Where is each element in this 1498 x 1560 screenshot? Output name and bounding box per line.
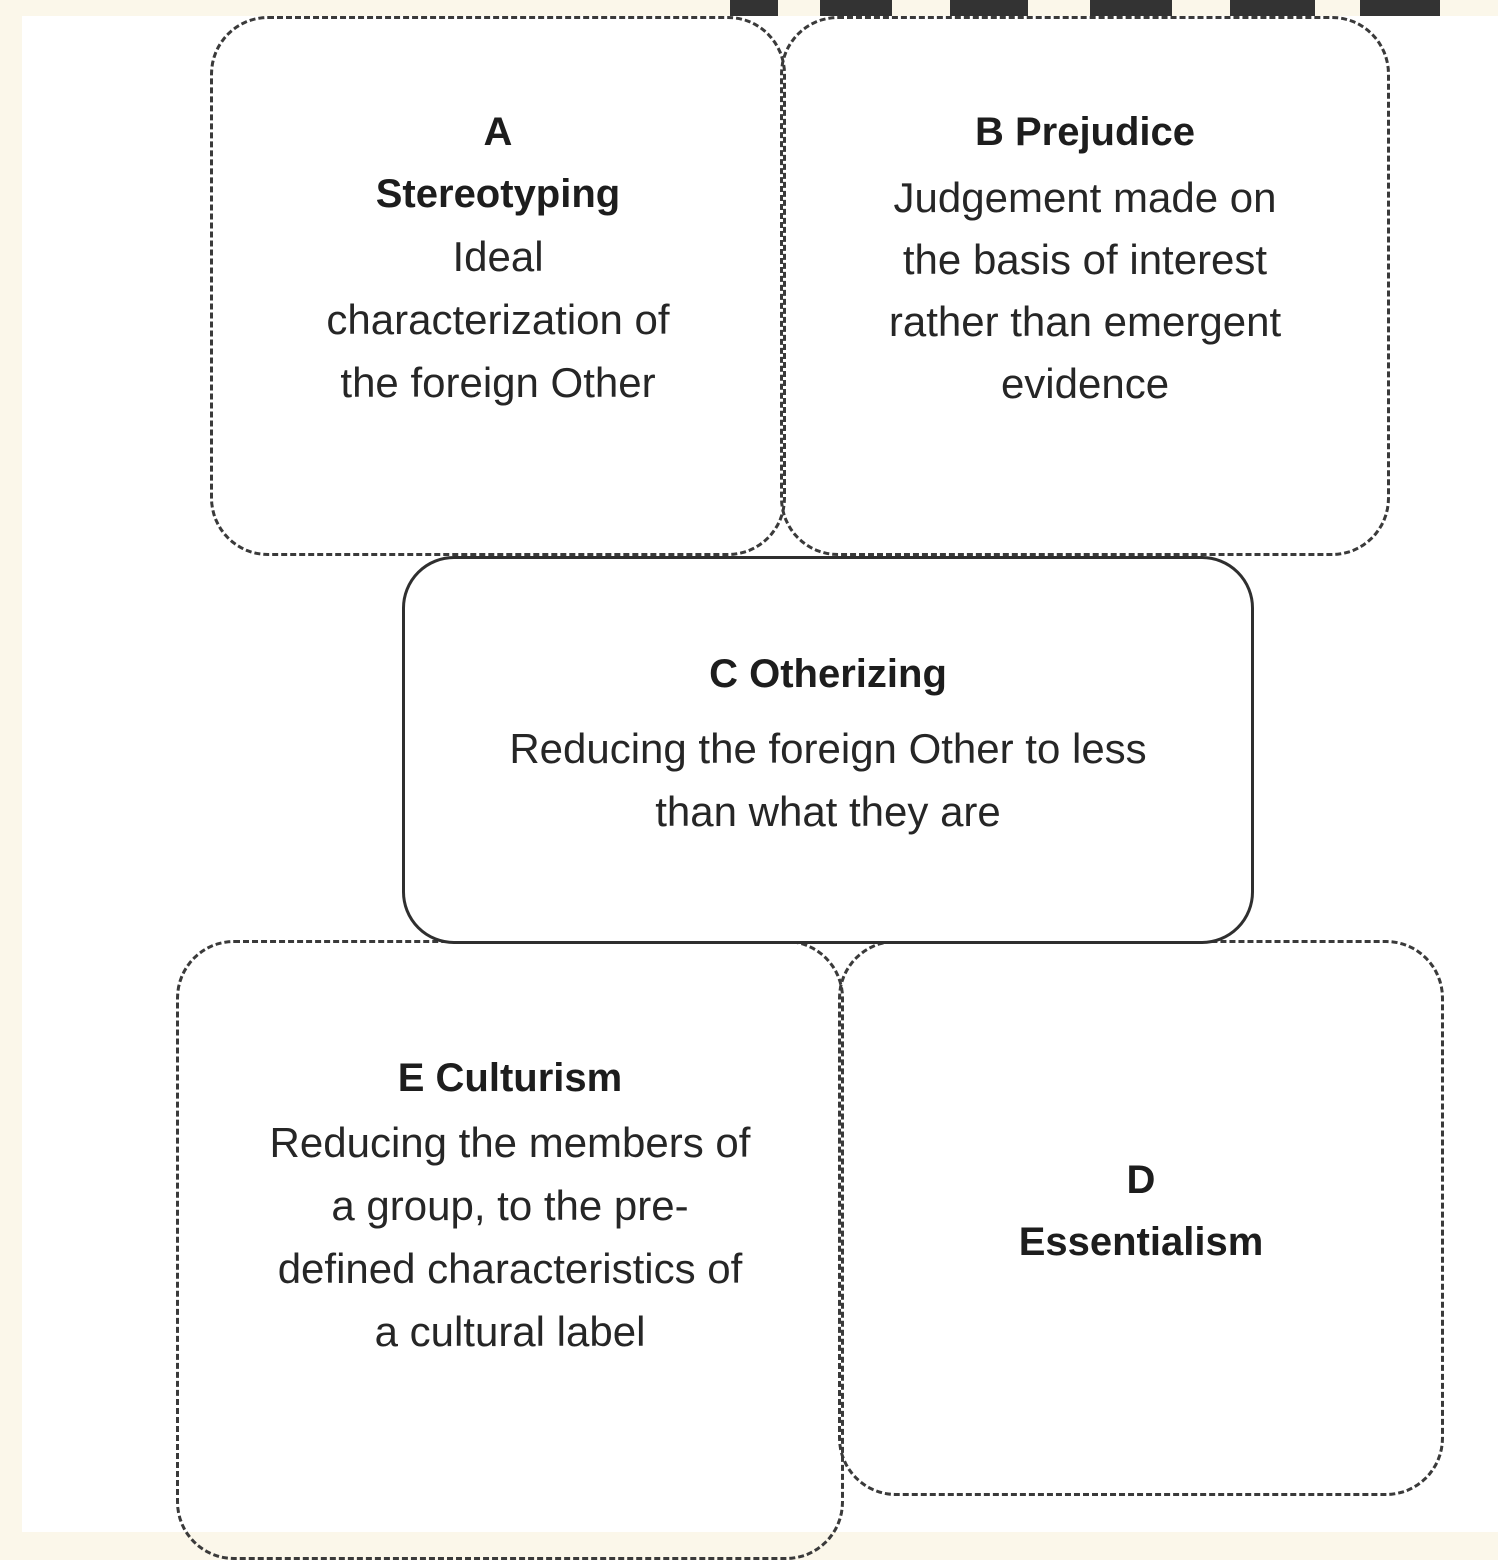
- top-stripe-border: [700, 0, 1460, 18]
- box-b-description: Judgement made on the basis of interest …: [888, 174, 1282, 407]
- stripe: [730, 0, 778, 18]
- box-c-heading: C Otherizing: [709, 652, 947, 696]
- box-d-content: D Essentialism: [841, 1149, 1441, 1273]
- box-b-prejudice: B Prejudice Judgement made on the basis …: [780, 16, 1390, 556]
- box-a-description: Ideal characterization of the foreign Ot…: [326, 233, 670, 406]
- box-e-culturism: E Culturism Reducing the members of a gr…: [176, 940, 844, 1560]
- box-e-heading: E Culturism: [397, 1056, 623, 1100]
- box-a-content: A Stereotyping Ideal characterization of…: [213, 101, 783, 414]
- box-a-stereotyping: A Stereotyping Ideal characterization of…: [210, 16, 786, 556]
- box-e-description: Reducing the members of a group, to the …: [269, 1119, 751, 1355]
- box-b-heading: B Prejudice: [974, 110, 1196, 154]
- box-e-content: E Culturism Reducing the members of a gr…: [179, 1047, 841, 1363]
- stripe: [1360, 0, 1440, 18]
- box-a-letter: A: [483, 110, 513, 154]
- box-a-title: Stereotyping: [375, 172, 621, 216]
- box-d-essentialism: D Essentialism: [838, 940, 1444, 1496]
- stripe: [1090, 0, 1172, 18]
- box-c-content: C Otherizing Reducing the foreign Other …: [405, 643, 1251, 843]
- stripe: [950, 0, 1028, 18]
- box-c-description: Reducing the foreign Other to less than …: [509, 725, 1147, 835]
- stripe: [1230, 0, 1315, 18]
- stripe: [820, 0, 892, 18]
- box-d-title: Essentialism: [1018, 1220, 1264, 1264]
- box-c-otherizing: C Otherizing Reducing the foreign Other …: [402, 556, 1254, 944]
- box-d-letter: D: [1126, 1158, 1156, 1202]
- box-b-content: B Prejudice Judgement made on the basis …: [783, 101, 1387, 415]
